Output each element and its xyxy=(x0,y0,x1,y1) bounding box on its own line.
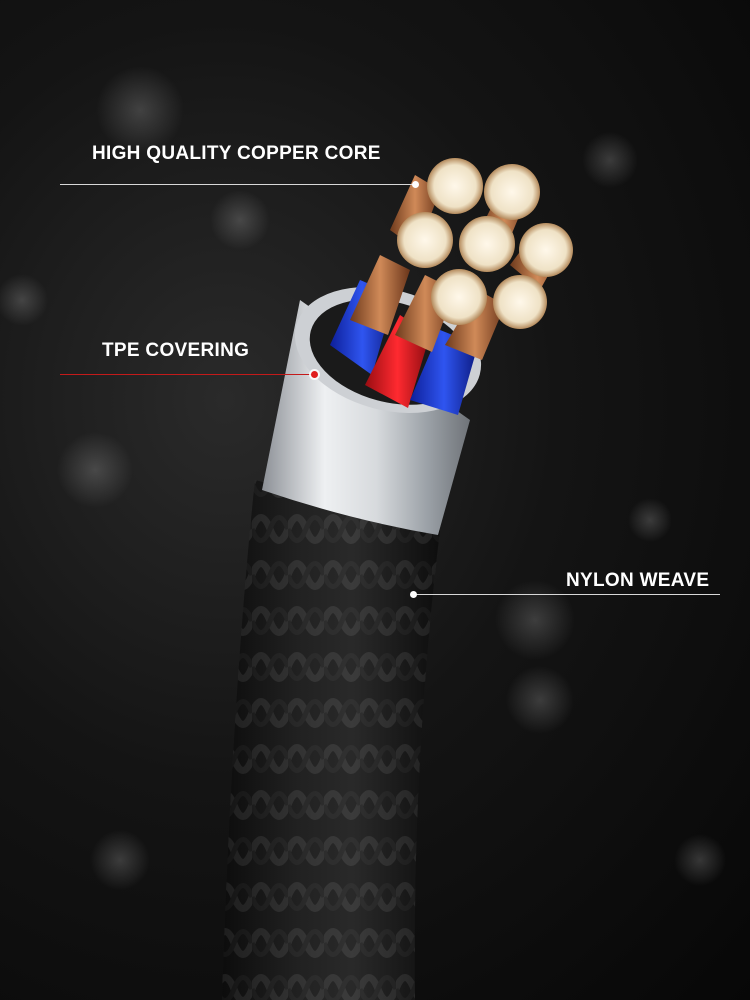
copper-core-label: HIGH QUALITY COPPER CORE xyxy=(92,143,381,164)
tpe-covering-callout-line xyxy=(60,374,314,375)
copper-core-callout-dot xyxy=(412,181,419,188)
nylon-weave-callout-line xyxy=(414,594,720,595)
nylon-weave-callout-dot xyxy=(410,591,417,598)
copper-strand-tips xyxy=(397,158,573,329)
copper-core-callout-line xyxy=(60,184,415,185)
nylon-weave-label: NYLON WEAVE xyxy=(566,570,710,591)
bokeh-background xyxy=(0,66,726,890)
tpe-covering-label: TPE COVERING xyxy=(102,340,250,361)
tpe-covering-callout-dot xyxy=(311,371,318,378)
